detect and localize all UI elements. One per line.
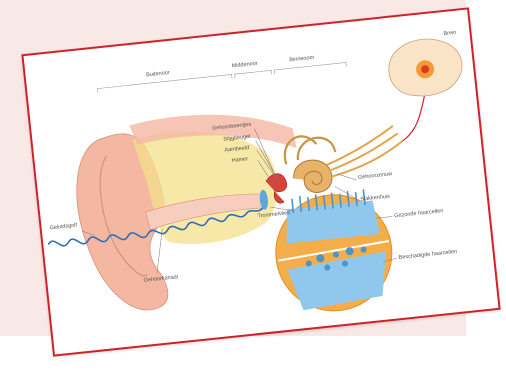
diagram-card: Buitenoor Middenoor Binnenoor Brein Gelu… [21, 7, 500, 356]
ear-anatomy-illustration [24, 10, 499, 355]
section-brackets [97, 62, 346, 92]
cochlea-shape [292, 158, 333, 195]
nerve-line [398, 94, 429, 141]
